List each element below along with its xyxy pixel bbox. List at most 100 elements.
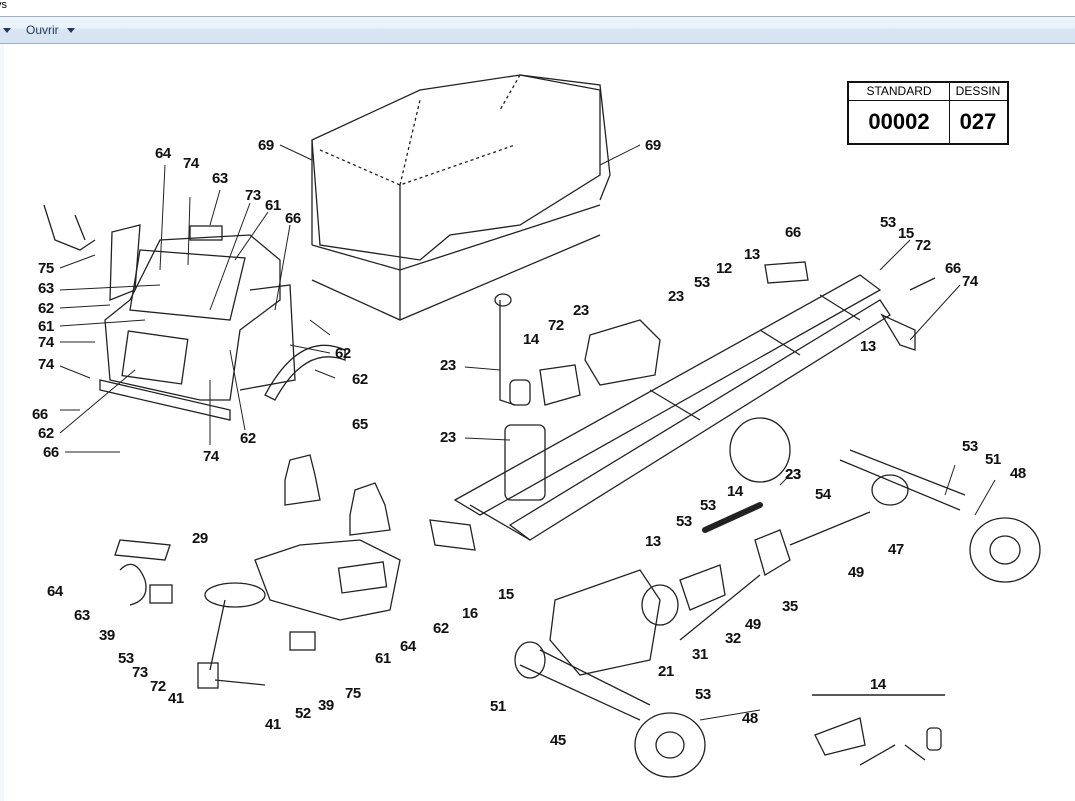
callout-74: 74: [203, 448, 219, 465]
front-axle-drawing: [514, 641, 706, 778]
callout-63: 63: [74, 607, 90, 624]
callout-45: 45: [550, 732, 566, 749]
callout-31: 31: [692, 646, 708, 663]
dropdown-arrow-icon: [3, 27, 11, 33]
open-label: Ouvrir: [26, 23, 59, 37]
callout-47: 47: [888, 541, 904, 558]
open-menu-button[interactable]: Ouvrir: [26, 17, 75, 43]
callout-51: 51: [985, 451, 1001, 468]
battery-drawing: [539, 364, 581, 406]
chassis-frame-drawing: [453, 274, 891, 541]
cargo-body-drawing: [311, 74, 611, 321]
callout-23: 23: [440, 429, 456, 446]
callout-23-exhaust: 23: [785, 466, 801, 483]
callout-73: 73: [245, 187, 261, 204]
callout-74: 74: [38, 356, 54, 373]
callout-62: 62: [433, 620, 449, 637]
engine-drawing: [549, 569, 661, 676]
callout-61: 61: [38, 318, 54, 335]
callout-62: 62: [240, 430, 256, 447]
callout-61: 61: [265, 197, 281, 214]
callout-15: 15: [898, 225, 914, 242]
callout-53: 53: [676, 513, 692, 530]
callout-53: 53: [694, 274, 710, 291]
callout-53: 53: [700, 497, 716, 514]
drawing-title-block: STANDARD DESSIN 00002 027: [847, 81, 1009, 145]
callout-53: 53: [695, 686, 711, 703]
callout-64: 64: [47, 583, 63, 600]
callout-62: 62: [38, 300, 54, 317]
callout-69: 69: [645, 137, 661, 154]
callout-52: 52: [295, 705, 311, 722]
callout-66: 66: [43, 444, 59, 461]
callout-62: 62: [352, 371, 368, 388]
tool-roll-drawing: [814, 717, 866, 756]
seat-right-drawing: [349, 482, 391, 536]
callout-72: 72: [915, 237, 931, 254]
window-title-bar: ys: [0, 0, 1075, 16]
callout-72: 72: [150, 678, 166, 695]
callout-75: 75: [345, 685, 361, 702]
callout-64: 64: [155, 145, 171, 162]
callout-49: 49: [848, 564, 864, 581]
air-intake-drawing: [499, 300, 516, 406]
callout-23: 23: [573, 302, 589, 319]
callout-69: 69: [258, 137, 274, 154]
callout-61: 61: [375, 650, 391, 667]
pedal-box-drawing: [289, 631, 316, 651]
callout-35: 35: [782, 598, 798, 615]
callout-66: 66: [32, 406, 48, 423]
viewer-left-edge: [0, 44, 4, 801]
callout-48: 48: [1010, 465, 1026, 482]
callout-29: 29: [192, 530, 208, 547]
callout-74: 74: [183, 155, 199, 172]
callout-62: 62: [335, 345, 351, 362]
transfer-box-drawing: [754, 529, 791, 576]
radiator-drawing: [504, 424, 546, 501]
callout-13: 13: [645, 533, 661, 550]
callout-72: 72: [548, 317, 564, 334]
callout-14: 14: [523, 331, 539, 348]
callout-53: 53: [880, 214, 896, 231]
callout-12: 12: [716, 260, 732, 277]
callout-66: 66: [285, 210, 301, 227]
seat-left-drawing: [284, 454, 321, 506]
standard-label: STANDARD: [849, 83, 950, 101]
callout-39: 39: [99, 627, 115, 644]
callout-49: 49: [745, 616, 761, 633]
cab-drawing: [43, 204, 346, 421]
callout-66: 66: [945, 260, 961, 277]
callout-54: 54: [815, 486, 831, 503]
callout-51: 51: [490, 698, 506, 715]
rear-axle-drawing: [839, 449, 1041, 583]
callout-64: 64: [400, 638, 416, 655]
callout-23: 23: [668, 288, 684, 305]
callout-73: 73: [132, 664, 148, 681]
callout-62: 62: [38, 425, 54, 442]
callout-53: 53: [962, 438, 978, 455]
callout-41: 41: [265, 716, 281, 733]
callout-23: 23: [785, 466, 801, 483]
leader-lines: [59, 144, 996, 721]
callout-39: 39: [318, 697, 334, 714]
winch-drawing: [429, 519, 476, 551]
heater-duct-drawing: [114, 539, 171, 561]
toolbar: Ouvrir: [0, 16, 1075, 44]
dropdown-arrow-icon: [66, 27, 75, 33]
window-title: ys: [0, 0, 7, 11]
callout-16: 16: [462, 605, 478, 622]
callout-63: 63: [38, 280, 54, 297]
organize-menu-button[interactable]: [3, 17, 11, 43]
steering-wheel-drawing: [204, 582, 266, 608]
callout-32: 32: [725, 630, 741, 647]
callout-15: 15: [498, 586, 514, 603]
callout-65: 65: [352, 416, 368, 433]
standard-value: 00002: [849, 101, 950, 143]
callout-63: 63: [212, 170, 228, 187]
callout-48: 48: [742, 710, 758, 727]
spare-wheel-drawing: [729, 417, 791, 483]
callout-13: 13: [744, 246, 760, 263]
callout-14: 14: [870, 676, 886, 693]
callout-74: 74: [962, 273, 978, 290]
